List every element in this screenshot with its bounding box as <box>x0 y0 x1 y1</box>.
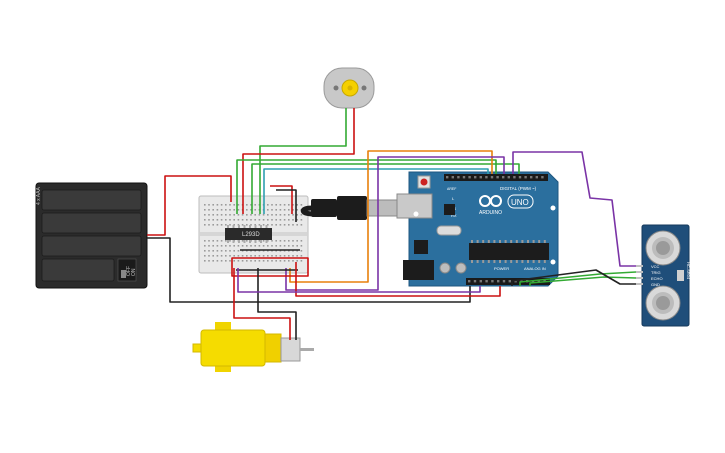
battery-switch-on: ON <box>131 268 137 276</box>
wire-purple-digital <box>285 156 505 291</box>
wire-dc-motor-red <box>242 108 355 214</box>
wire-sensor-black <box>511 269 636 286</box>
arduino-mount-hole-2 <box>550 205 556 211</box>
arduino-reset-cap <box>420 178 428 186</box>
driver-ic-label: L293D <box>242 232 260 238</box>
battery-switch-knob <box>121 270 126 278</box>
dc-motor-shaft <box>347 85 353 91</box>
arduino-analog-label: ANALOG IN <box>524 266 546 271</box>
svg-text:TRIG: TRIG <box>651 270 661 275</box>
wire-red-rail <box>231 257 309 277</box>
gear-motor-mount <box>215 322 231 330</box>
battery-label: 4 x AAA <box>36 187 42 205</box>
wire-teal-digital <box>263 168 489 214</box>
battery-switch-off: OFF <box>126 266 132 276</box>
ultrasonic-sensor[interactable]: HC-SR04 VCC TRIG ECHO GND <box>636 224 691 327</box>
battery-pack[interactable]: 4 x AAA OFF ON <box>35 182 148 289</box>
gear-motor[interactable] <box>192 322 314 372</box>
driver-ic[interactable]: L293D <box>225 225 272 243</box>
usb-cable-body <box>337 196 367 220</box>
arduino-power-header <box>466 278 550 285</box>
driver-ic-body <box>225 228 272 240</box>
arduino-atmega-chip <box>469 243 549 260</box>
arduino-usb-chip <box>444 204 455 215</box>
svg-text:VCC: VCC <box>651 264 660 269</box>
driver-ic-pins <box>227 225 268 243</box>
wire-green-digital <box>236 159 497 214</box>
wire-green-digital-2 <box>251 163 520 214</box>
arduino-led-l-label: L <box>452 196 455 201</box>
svg-text:ECHO: ECHO <box>651 276 663 281</box>
arduino-model-badge <box>507 194 534 209</box>
ultrasonic-transducer-bottom <box>645 285 681 321</box>
ultrasonic-pins <box>636 265 643 285</box>
arduino-brand: ARDUINO <box>479 210 502 216</box>
arduino-digital-header <box>444 174 548 181</box>
gear-motor-gearbox <box>200 329 266 367</box>
arduino-uno[interactable]: DIGITAL (PWM ~) AREF L TX RX ARDUINO UNO… <box>396 171 559 287</box>
wire-sensor-green-2 <box>529 276 637 286</box>
gear-motor-hub <box>264 333 282 363</box>
battery-cells <box>41 189 142 282</box>
gear-motor-can <box>280 337 301 362</box>
arduino-capacitor-2 <box>455 262 467 274</box>
wire-red-breadboard <box>270 185 293 214</box>
wire-dc-motor-green <box>259 108 347 214</box>
arduino-model: UNO <box>511 198 529 207</box>
dc-motor[interactable] <box>323 67 375 109</box>
wire-red-5v <box>295 262 501 297</box>
ultrasonic-transducer-top <box>645 230 681 266</box>
wire-orange-digital <box>289 150 493 283</box>
arduino-atmega-pins <box>471 240 546 263</box>
usb-cable-plug-a <box>311 199 337 217</box>
wire-black-breadboard <box>276 189 297 222</box>
gear-motor-mount-bottom <box>215 364 231 372</box>
gear-motor-shaft <box>300 348 314 351</box>
wire-gear-motor-red <box>233 268 291 340</box>
arduino-capacitor-1 <box>439 262 451 274</box>
ultrasonic-pin-labels: VCC TRIG ECHO GND <box>651 264 663 287</box>
arduino-regulator <box>414 240 428 254</box>
arduino-led-rx-label: RX <box>451 213 457 218</box>
arduino-power-label: POWER <box>494 266 509 271</box>
ultrasonic-crystal <box>677 270 684 281</box>
ultrasonic-label: HC-SR04 <box>686 262 691 280</box>
wire-gear-motor-black <box>257 268 297 340</box>
arduino-crystal <box>436 225 462 236</box>
wire-battery-positive <box>147 175 232 236</box>
gear-motor-collar <box>192 343 202 353</box>
arduino-digital-label: DIGITAL (PWM ~) <box>500 186 537 191</box>
wire-sensor-green-1 <box>519 271 637 286</box>
arduino-logo <box>479 195 502 207</box>
wire-purple-power <box>237 268 481 293</box>
arduino-aref-label: AREF <box>447 187 456 191</box>
usb-cable <box>300 196 398 220</box>
wire-sensor-purple <box>512 151 636 267</box>
usb-cable-plug-b <box>366 199 398 217</box>
svg-text:GND: GND <box>651 282 660 287</box>
arduino-mount-hole-3 <box>550 259 556 265</box>
arduino-power-jack <box>403 260 434 280</box>
arduino-mount-hole-1 <box>413 211 419 217</box>
dc-motor-terminal-left <box>333 85 339 91</box>
wires <box>147 108 637 340</box>
dc-motor-terminal-right <box>361 85 367 91</box>
